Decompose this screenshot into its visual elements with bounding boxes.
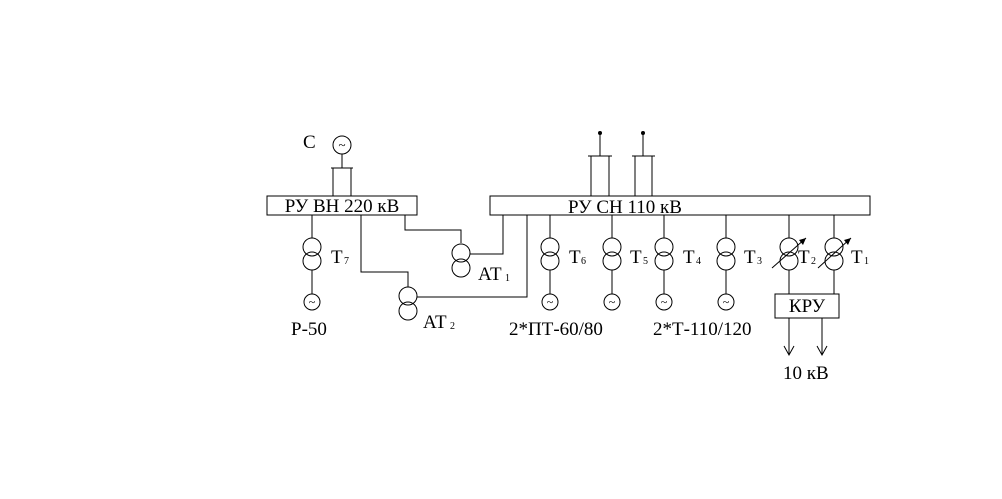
t1-index: 1	[864, 256, 869, 267]
svg-text:~: ~	[547, 295, 554, 309]
system-label: С	[303, 132, 316, 153]
system-source: ~	[331, 135, 353, 196]
transformer-t5: ~	[602, 215, 622, 311]
t2-regulation-arrow	[771, 237, 807, 269]
t110-label: 2*Т-110/120	[653, 319, 752, 340]
transformer-t1	[817, 215, 852, 294]
t4-label: Т	[683, 247, 695, 268]
t7-label: Т	[331, 247, 343, 268]
t4-index: 4	[696, 256, 701, 267]
t2-label: Т	[798, 247, 810, 268]
t5-index: 5	[643, 256, 648, 267]
pt-label: 2*ПТ-60/80	[509, 319, 603, 340]
mv-bus-label: РУ СН 110 кВ	[568, 197, 682, 218]
kru-box	[774, 293, 840, 319]
transformer-t3: ~	[716, 215, 736, 311]
transformer-t4: ~	[654, 215, 674, 311]
svg-text:~: ~	[661, 295, 668, 309]
outgoing-line-1	[588, 131, 612, 196]
t1-regulation-arrow	[817, 237, 852, 269]
at2-label: АТ	[423, 312, 447, 333]
output-arrows	[783, 318, 828, 357]
at1-index: 1	[505, 273, 510, 284]
at1-label: АТ	[478, 264, 502, 285]
transformer-t6: ~	[540, 215, 560, 311]
output-label: 10 кВ	[783, 363, 829, 384]
svg-text:~: ~	[309, 295, 316, 309]
at2-index: 2	[450, 321, 455, 332]
outgoing-line-2	[632, 131, 655, 196]
autotransformer-at1	[404, 215, 504, 278]
t3-index: 3	[757, 256, 762, 267]
generator-r50-circle	[303, 293, 321, 311]
svg-text:~: ~	[609, 295, 616, 309]
svg-text:~: ~	[723, 295, 730, 309]
system-generator-symbol: ~	[338, 137, 345, 152]
t6-index: 6	[581, 256, 586, 267]
autotransformer-at2	[360, 215, 528, 321]
t7-index: 7	[344, 256, 349, 267]
t3-label: Т	[744, 247, 756, 268]
r50-label: Р-50	[291, 319, 327, 340]
t6-label: Т	[569, 247, 581, 268]
transformer-t2	[771, 215, 807, 294]
t1-label: Т	[851, 247, 863, 268]
hv-bus-label: РУ ВН 220 кВ	[285, 196, 400, 217]
hv-bus	[266, 195, 418, 216]
t2-index: 2	[811, 256, 816, 267]
t5-label: Т	[630, 247, 642, 268]
transformer-t7: ~	[302, 215, 322, 311]
mv-bus	[489, 195, 871, 216]
kru-label: КРУ	[789, 296, 826, 317]
